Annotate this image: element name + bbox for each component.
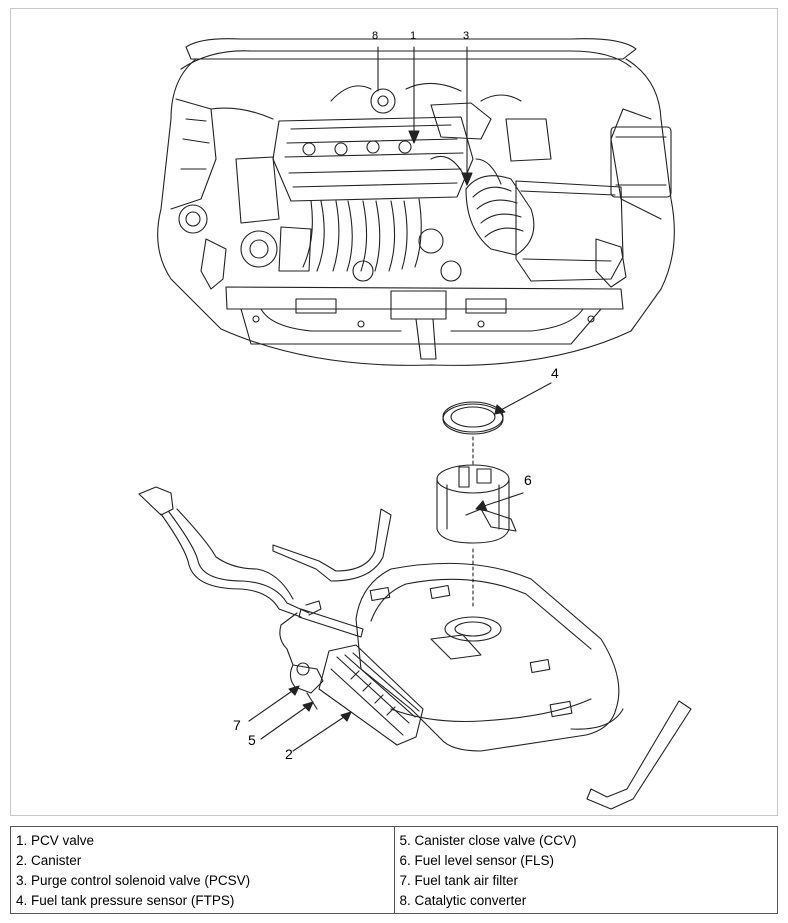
callout-leaders (248, 46, 552, 752)
callout-4: 4 (551, 365, 559, 381)
legend-item: 4. Fuel tank pressure sensor (FTPS) (16, 893, 235, 908)
legend-item: 7. Fuel tank air filter (399, 873, 519, 888)
legend-item: 8. Catalytic converter (399, 893, 527, 908)
legend-item: 5. Canister close valve (CCV) (399, 833, 577, 848)
callout-3: 3 (463, 30, 470, 42)
legend-column-left: 1. PCV valve 2. Canister 3. Purge contro… (11, 827, 394, 913)
callout-7: 7 (233, 717, 241, 733)
legend-item: 1. PCV valve (16, 833, 95, 848)
callout-5: 5 (248, 732, 256, 748)
legend-column-right: 5. Canister close valve (CCV) 6. Fuel le… (393, 827, 778, 913)
callout-6: 6 (524, 472, 532, 488)
legend-item: 3. Purge control solenoid valve (PCSV) (16, 873, 251, 888)
parts-legend: 1. PCV valve 2. Canister 3. Purge contro… (10, 826, 778, 914)
diagram-drawing (138, 38, 692, 810)
callout-8: 8 (372, 30, 379, 42)
legend-item: 2. Canister (16, 853, 82, 868)
fuel-system-illustration (138, 401, 692, 810)
diagram-figure: 8 1 3 4 6 7 5 2 (10, 8, 778, 816)
engine-bay-illustration (157, 38, 675, 366)
callout-1: 1 (410, 30, 417, 42)
legend-item: 6. Fuel level sensor (FLS) (399, 853, 555, 868)
callout-2: 2 (285, 746, 293, 762)
